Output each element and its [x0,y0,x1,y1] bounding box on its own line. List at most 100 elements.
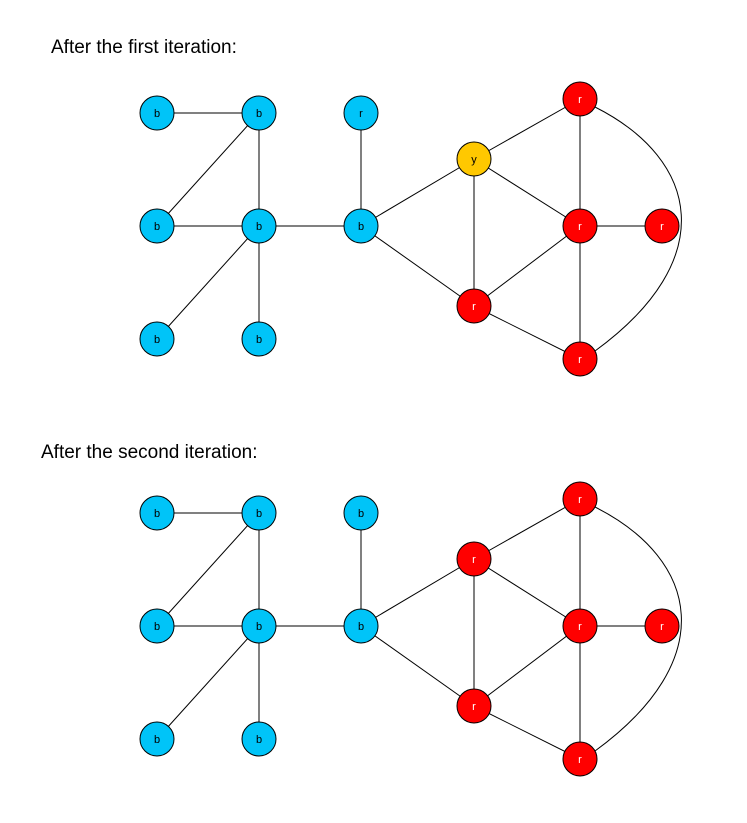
node-circle [456,541,492,577]
node-n3: b [343,495,379,531]
node-label: b [154,508,160,520]
edge-n9-n11 [473,98,581,160]
edge-n5-n6 [156,625,260,740]
node-n4: b [139,608,175,644]
node-label: r [578,221,582,233]
node-label: b [256,621,262,633]
node-label: r [472,701,476,713]
node-n12: r [562,608,598,644]
node-circle [562,208,598,244]
node-label: y [471,154,477,166]
node-circle [139,208,175,244]
edge-n9-n11 [473,498,581,560]
node-label: b [256,508,262,520]
nodes: b b r b b b b b y r r r r r [139,81,680,377]
node-n9: y [456,141,492,177]
edge-n8-n9 [360,558,475,627]
node-n12: r [562,208,598,244]
node-circle [241,495,277,531]
node-label: r [472,301,476,313]
node-circle [562,741,598,777]
node-n6: b [139,721,175,757]
node-circle [241,321,277,357]
node-circle [343,495,379,531]
node-label: r [472,554,476,566]
node-n3: r [343,95,379,131]
node-n7: b [241,321,277,357]
curved-edge-n11-n15 [594,106,682,352]
node-n13: r [644,208,680,244]
node-label: r [660,221,664,233]
node-label: r [578,354,582,366]
node-n1: b [139,495,175,531]
node-label: r [578,94,582,106]
node-circle [456,288,492,324]
edge-n8-n10 [360,225,475,307]
edge-n2-n4 [156,512,260,627]
edge-n8-n9 [360,158,475,227]
node-label: b [358,221,364,233]
node-label: b [256,734,262,746]
node-circle [456,688,492,724]
node-circle [562,81,598,117]
node-n6: b [139,321,175,357]
node-label: b [358,621,364,633]
edge-n10-n15 [473,705,581,760]
node-n11: r [562,481,598,517]
edge-n2-n4 [156,112,260,227]
edge-n9-n12 [473,558,581,627]
node-n14: r [562,341,598,377]
node-label: b [358,508,364,520]
iteration-2-heading: After the second iteration: [41,442,258,463]
node-circle [562,608,598,644]
node-n5: b [241,608,277,644]
node-label: b [154,221,160,233]
node-label: b [154,734,160,746]
node-n2: b [241,95,277,131]
edge-n10-n12 [473,625,581,707]
node-n8: b [343,208,379,244]
curved-edge-n11-n15 [594,506,682,752]
node-n1: b [139,95,175,131]
iteration-1-graph: b b r b b b b b y r r r r r [139,81,682,377]
node-circle [644,208,680,244]
node-label: r [578,754,582,766]
edges [156,498,682,760]
node-circle [241,608,277,644]
node-n2: b [241,495,277,531]
node-label: r [578,494,582,506]
node-circle [644,608,680,644]
node-circle [343,608,379,644]
edge-n10-n15 [473,305,581,360]
node-circle [343,208,379,244]
node-n5: b [241,208,277,244]
node-circle [139,721,175,757]
node-circle [241,721,277,757]
node-circle [562,481,598,517]
iteration-1-heading: After the first iteration: [51,37,237,58]
node-n10: r [456,688,492,724]
node-label: r [578,621,582,633]
node-circle [139,495,175,531]
node-label: b [154,108,160,120]
node-circle [241,208,277,244]
node-label: b [154,334,160,346]
node-n4: b [139,208,175,244]
node-n7: b [241,721,277,757]
node-label: b [256,221,262,233]
node-circle [241,95,277,131]
node-n9: r [456,541,492,577]
node-n10: r [456,288,492,324]
node-circle [343,95,379,131]
node-circle [139,608,175,644]
node-circle [139,95,175,131]
node-label: b [256,108,262,120]
node-circle [456,141,492,177]
node-label: b [154,621,160,633]
node-n8: b [343,608,379,644]
edge-n9-n12 [473,158,581,227]
node-label: b [256,334,262,346]
node-circle [139,321,175,357]
